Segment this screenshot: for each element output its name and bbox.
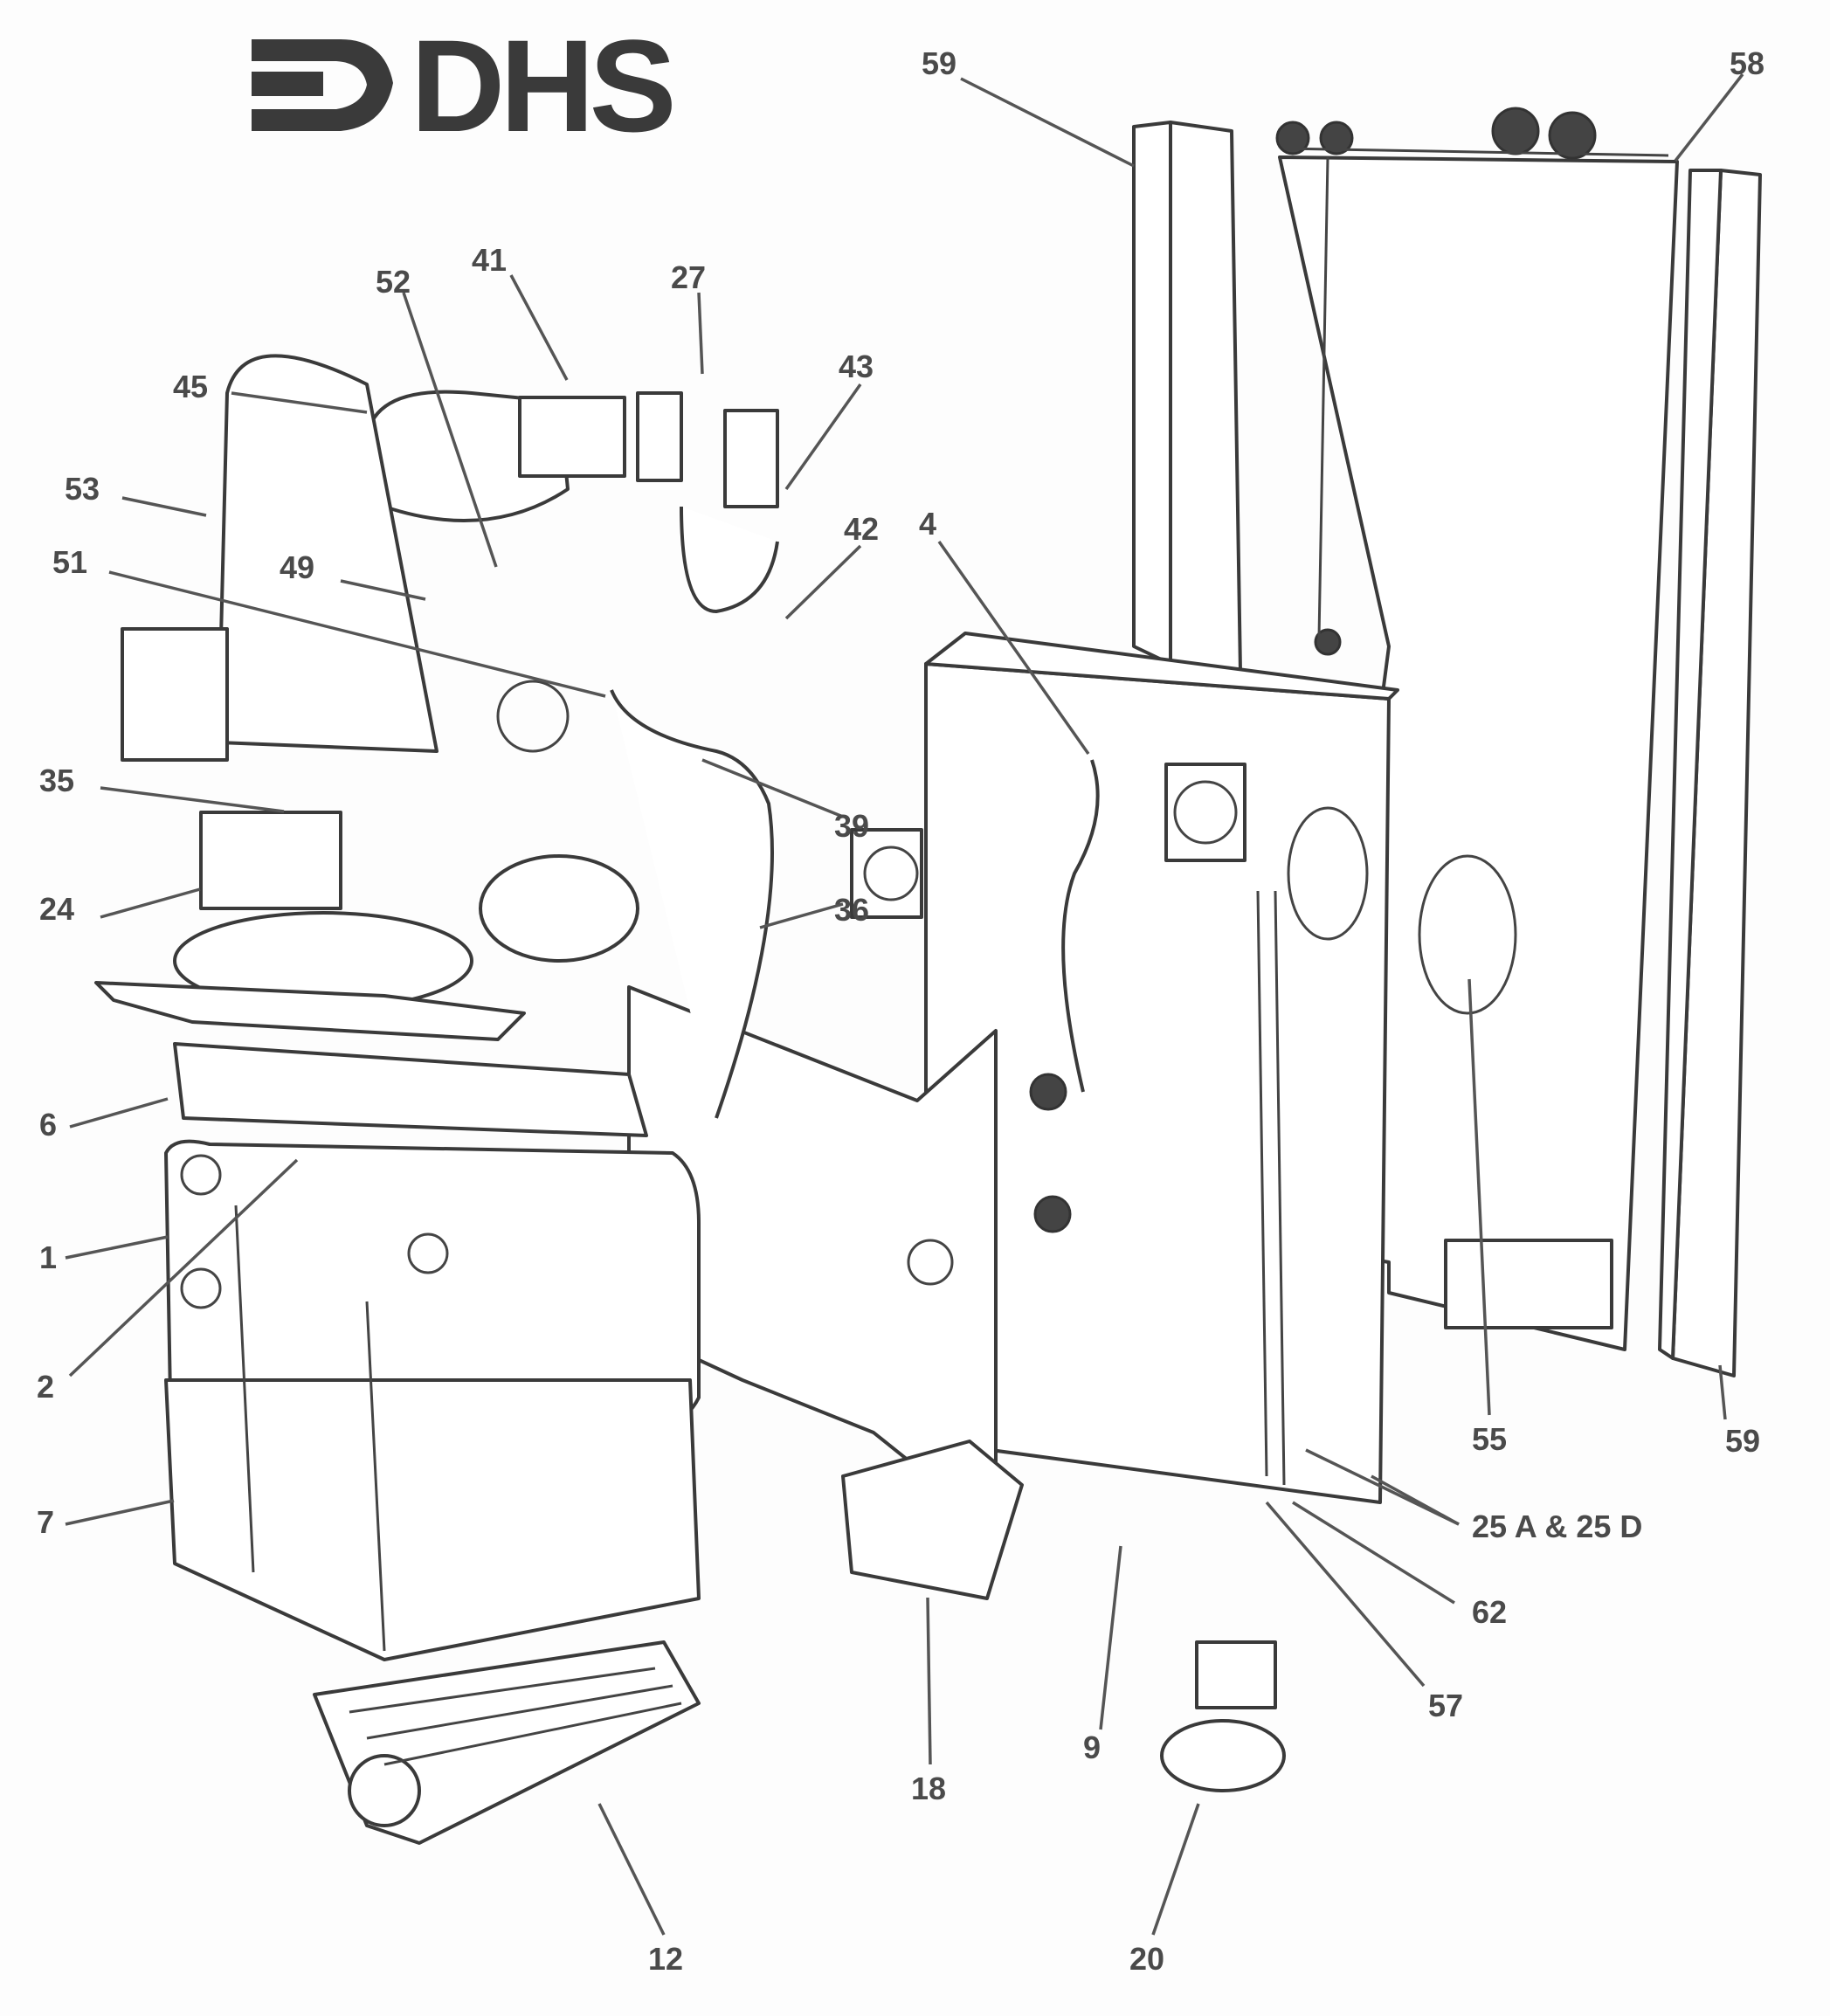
part-label: 7	[37, 1504, 54, 1540]
part-label: 18	[911, 1771, 946, 1806]
part-label: 39	[834, 808, 869, 844]
fan-assembly	[94, 811, 639, 1041]
combustion-chamber	[164, 1042, 701, 1661]
part-label: 2	[37, 1369, 54, 1405]
part-label: 12	[648, 1941, 683, 1977]
part-label: 51	[52, 544, 87, 580]
part-label: 43	[839, 349, 874, 384]
part-label: 59	[922, 45, 956, 81]
leader-lines	[65, 72, 1744, 1936]
part-label: 42	[844, 511, 879, 547]
chassis-frame	[850, 632, 1399, 1504]
part-label: 35	[39, 763, 74, 798]
part-label: 45	[173, 369, 208, 404]
part-label: 41	[472, 242, 507, 278]
side-rail-left	[1132, 121, 1242, 674]
part-label: 9	[1083, 1729, 1101, 1765]
o-ring-seal	[1418, 854, 1517, 1015]
part-label: 57	[1428, 1688, 1463, 1723]
control-box	[841, 1440, 1024, 1600]
part-label: 25 A & 25 D	[1472, 1509, 1642, 1544]
part-label: 4	[919, 506, 936, 542]
part-label: 55	[1472, 1421, 1507, 1457]
part-label: 59	[1725, 1423, 1760, 1459]
part-label: 52	[376, 264, 411, 300]
part-label: 49	[280, 549, 314, 585]
dhs-logo: DHS	[252, 12, 678, 159]
part-label: 24	[39, 891, 74, 927]
part-label: 53	[65, 471, 100, 507]
part-label: 6	[39, 1107, 57, 1143]
part-labels: 59 58 41 52 27 43 45 53 42 4 49 51 35 39…	[37, 45, 1764, 1977]
pressure-switch	[1160, 1640, 1286, 1792]
arrow-logo-mark	[252, 39, 393, 131]
side-rail-right	[1658, 169, 1762, 1377]
part-label: 20	[1129, 1941, 1164, 1977]
burner	[313, 1640, 701, 1845]
part-label: 36	[834, 892, 869, 928]
part-label: 58	[1730, 45, 1764, 81]
part-label: 27	[671, 259, 706, 295]
logo-text: DHS	[411, 12, 673, 159]
gas-valve-assembly	[121, 354, 779, 1119]
part-label: 62	[1472, 1594, 1507, 1630]
part-label: 1	[39, 1239, 57, 1275]
